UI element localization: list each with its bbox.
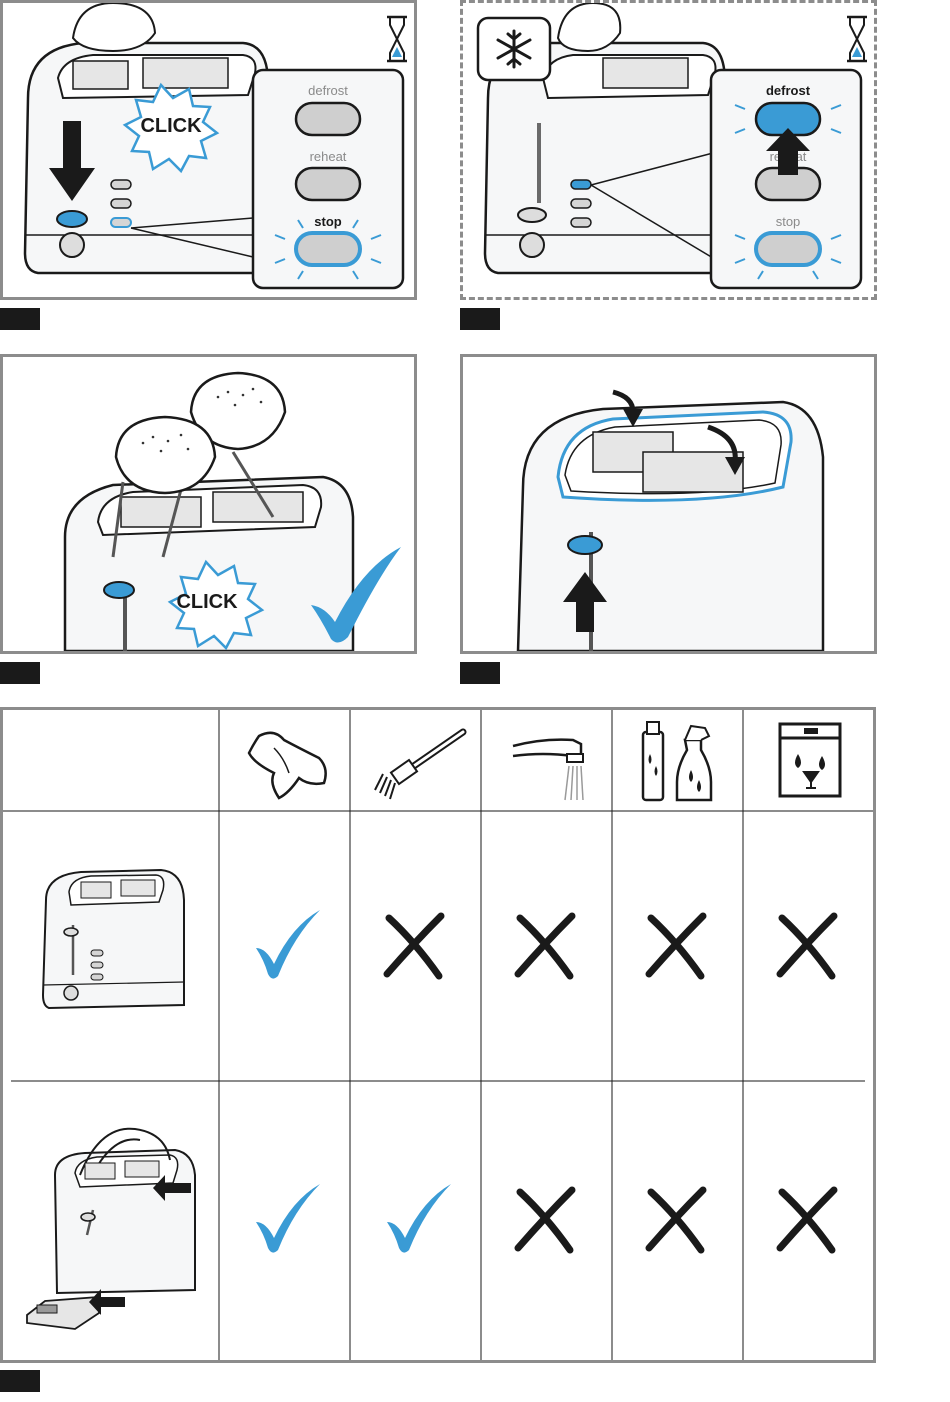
snowflake-icon	[478, 18, 550, 80]
step-panel-defrost: defrost reheat stop	[460, 0, 877, 300]
stop-button-label: stop	[314, 214, 342, 229]
check-mark	[256, 1184, 320, 1253]
step-number-tag	[460, 662, 500, 684]
click-label: CLICK	[140, 115, 202, 137]
step-panel-buns-done: CLICK	[0, 354, 417, 654]
brush-icon	[375, 732, 463, 799]
toaster-rack-tray-icon	[27, 1129, 195, 1329]
stop-button[interactable]	[296, 233, 360, 265]
click-label: CLICK	[176, 591, 238, 613]
cloth-icon	[249, 733, 326, 798]
defrost-button[interactable]	[296, 103, 360, 135]
defrost-button-label: defrost	[308, 83, 348, 98]
step-number-tag	[0, 662, 40, 684]
cleaning-table	[0, 707, 876, 1363]
reheat-button[interactable]	[296, 168, 360, 200]
cross-mark	[649, 1190, 703, 1250]
step-number-tag	[0, 308, 40, 330]
step-panel-stop: CLICK defrost reheat stop	[0, 0, 417, 300]
hourglass-icon	[387, 17, 407, 61]
stop-button[interactable]	[756, 233, 820, 265]
cross-mark	[649, 916, 703, 976]
toaster-body-icon	[43, 870, 184, 1008]
stop-button-label: stop	[776, 214, 801, 229]
step-number-tag	[460, 308, 500, 330]
step-panel-lift-lever	[460, 354, 877, 654]
cross-mark	[780, 1190, 834, 1250]
tap-water-icon	[513, 740, 583, 800]
cross-mark	[518, 1190, 572, 1250]
check-mark	[387, 1184, 451, 1253]
reheat-button-label: reheat	[310, 149, 347, 164]
step-number-tag	[0, 1370, 40, 1392]
cross-mark	[518, 916, 572, 976]
cross-mark	[387, 916, 441, 976]
hourglass-icon	[847, 17, 867, 61]
defrost-button-label: defrost	[766, 83, 811, 98]
cross-mark	[780, 916, 834, 976]
dishwasher-icon	[780, 724, 840, 796]
spray-cleaner-icon	[643, 722, 711, 800]
check-mark	[256, 910, 320, 979]
